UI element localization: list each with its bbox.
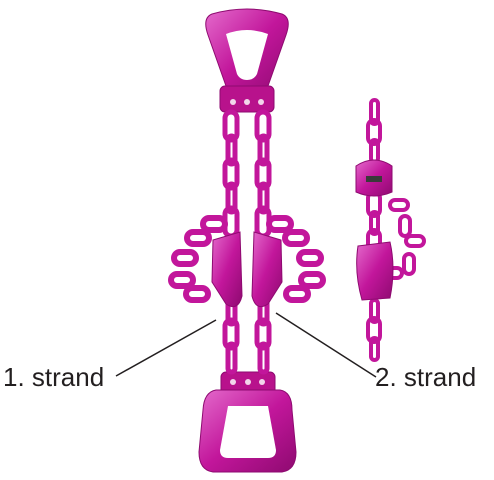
side-detail-view <box>356 100 424 360</box>
strand-1-leader-line <box>116 320 216 376</box>
strand-1-shortener <box>171 218 242 307</box>
strand-1-label: 1. strand <box>3 362 104 392</box>
strand-2-label: 2. strand <box>375 362 476 392</box>
bottom-master-link <box>199 372 296 472</box>
strand-2-shortener <box>252 218 323 307</box>
strand-2-leader-line <box>276 313 376 377</box>
top-master-link <box>206 9 289 112</box>
